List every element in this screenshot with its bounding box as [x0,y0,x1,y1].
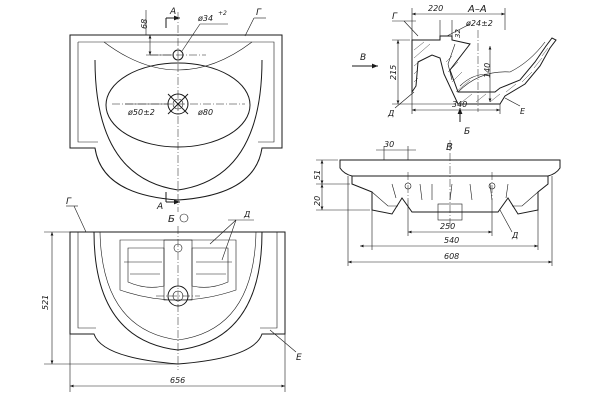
dim-608: 608 [444,252,459,261]
top-view: A A 68 ø34 +2 Г ø50±2 ø80 [69,7,283,212]
dim-51: 51 [313,170,322,180]
view-arrow-bottom: Б [464,127,470,137]
section-mark-a-top: A [169,7,176,17]
dim-hole-top: ø34 [197,14,213,23]
section-view: A–A 220 32 ø24±2 Г [352,4,557,137]
bottom-view: Б Г Д Е 521 [41,197,302,392]
label-g-bottom: Г [66,197,72,207]
dim-bowl: ø80 [197,108,213,117]
dim-hole-top-tol: +2 [218,10,227,17]
dim-340: 340 [452,100,467,109]
dim-140: 140 [483,63,492,78]
bottom-title: Б [168,214,175,225]
label-e-section: Е [520,107,526,116]
dim-32: 32 [454,29,462,38]
label-d-front: Д [511,231,518,240]
dim-220: 220 [428,4,443,13]
view-arrow-b: В [360,53,366,63]
dim-250: 250 [440,222,455,231]
label-g-section: Г [392,12,398,22]
dim-656: 656 [170,376,185,385]
label-e-bottom: Е [296,353,302,363]
label-d-section: Д [387,109,394,118]
front-title: В [446,142,453,153]
dim-540: 540 [444,236,459,245]
section-mark-a-bottom: A [156,202,163,212]
dim-68: 68 [140,19,149,29]
dim-521: 521 [41,295,50,310]
dim-20: 20 [313,196,322,206]
dim-hole-section: ø24±2 [465,19,493,28]
label-g-top: Г [256,8,262,18]
label-d-bottom: Д [243,210,250,219]
dim-30: 30 [384,140,394,149]
front-view: В 30 51 20 250 [313,140,561,266]
dim-215: 215 [389,65,398,80]
section-title: A–A [467,4,487,15]
dim-drain: ø50±2 [127,108,155,117]
section-hatching [413,41,549,103]
